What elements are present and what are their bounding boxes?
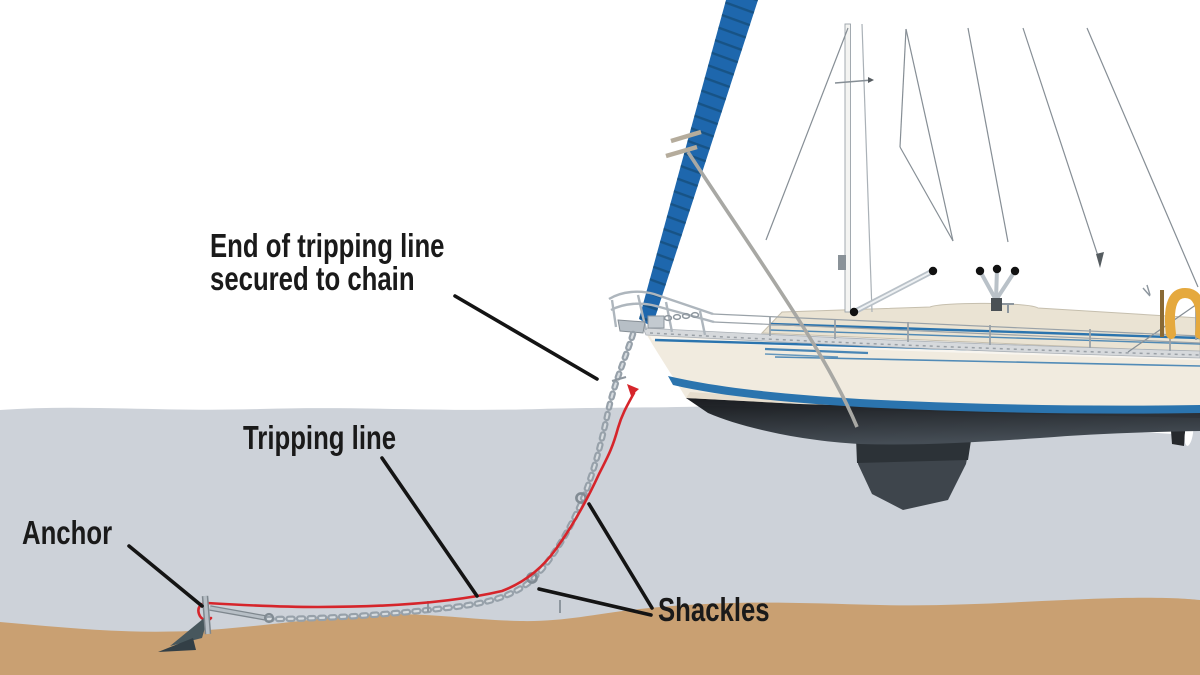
toe-rail: [642, 327, 1200, 359]
deck-chain: [663, 311, 700, 322]
label-end-of-tripping-line: End of tripping line secured to chain: [210, 229, 444, 295]
rigging: [765, 27, 1200, 353]
anchor-fluke: [170, 614, 209, 646]
cove-stripe: [774, 356, 1200, 367]
mainsheet-bridle: [975, 264, 1020, 311]
leader-end-secured: [453, 294, 599, 381]
shackle-upper: [575, 492, 587, 504]
label-tripping-line: Tripping line: [243, 419, 397, 456]
leader-anchor: [127, 544, 204, 608]
sail-tie: [670, 129, 702, 144]
leader-tripping-line: [380, 456, 479, 598]
anchor-shackle: [263, 612, 275, 624]
rigging-pennant: [1096, 252, 1104, 268]
label-end-line-2: secured to chain: [210, 260, 415, 297]
label-end-line-1: End of tripping line: [210, 227, 445, 264]
halyard-line: [861, 23, 873, 313]
bow-hardware: [617, 311, 700, 334]
sail-tie: [665, 144, 698, 159]
leader-shackles-lower: [537, 587, 653, 617]
mast: [834, 23, 874, 313]
mast-bracket: [838, 255, 846, 270]
deck-fittings: [1002, 284, 1151, 313]
rope-tail: [686, 151, 859, 428]
anchor: [158, 595, 275, 652]
flag-pole: [1160, 290, 1164, 337]
tripping-line-arrow: [627, 384, 639, 396]
spreader: [834, 79, 873, 84]
boom: [849, 266, 938, 317]
bow-pulpit: [608, 290, 715, 336]
lifelines: [712, 313, 1200, 344]
horseshoe-buoy: [1165, 287, 1200, 339]
anchor-fluke-2: [158, 638, 196, 652]
leader-shackles-upper: [587, 502, 654, 610]
furled-headsail: [639, 0, 758, 327]
seizing: [611, 376, 627, 382]
boot-stripe: [668, 376, 1200, 414]
leader-lines: [127, 294, 654, 617]
label-anchor: Anchor: [22, 514, 113, 551]
label-shackles: Shackles: [658, 591, 770, 628]
seabed: [0, 597, 1200, 675]
